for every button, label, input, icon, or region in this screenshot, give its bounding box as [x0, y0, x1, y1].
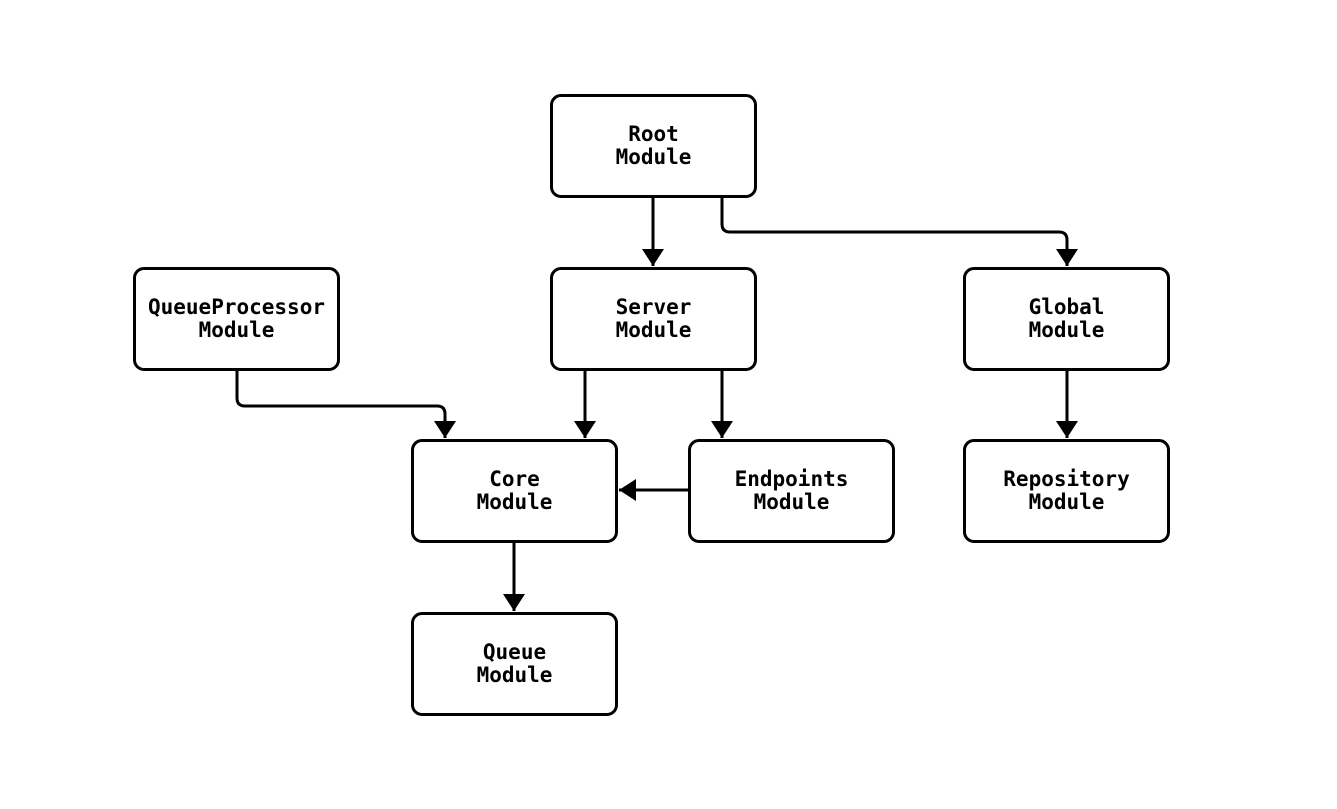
node-label-line1: Queue: [482, 640, 547, 664]
node-label-line2: Module: [615, 145, 692, 169]
node-label-line1: Server: [615, 295, 692, 319]
node-label-line2: Module: [1028, 318, 1105, 342]
edge-queueprocessor-to-core-arrow: [235, 371, 456, 438]
node-label-line2: Module: [476, 663, 553, 687]
node-label-line1: Core: [489, 467, 540, 491]
node-label-line1: Repository: [1003, 467, 1130, 491]
node-label-line1: Global: [1028, 295, 1105, 319]
node-global-module: Global Module: [963, 267, 1170, 371]
node-label-line2: Module: [1028, 490, 1105, 514]
node-label-line1: Endpoints: [734, 467, 849, 491]
node-label-line1: Root: [628, 122, 679, 146]
edge-root-to-global-arrow: [720, 198, 1078, 266]
node-endpoints-module: Endpoints Module: [688, 439, 895, 543]
node-label-line2: Module: [476, 490, 553, 514]
node-label-line1: QueueProcessor: [147, 295, 325, 319]
node-repository-module: Repository Module: [963, 439, 1170, 543]
node-label-line2: Module: [198, 318, 275, 342]
node-label-line2: Module: [615, 318, 692, 342]
node-queue-module: Queue Module: [411, 612, 618, 716]
node-root-module: Root Module: [550, 94, 757, 198]
node-queueprocessor-module: QueueProcessor Module: [133, 267, 340, 371]
node-core-module: Core Module: [411, 439, 618, 543]
node-label-line2: Module: [753, 490, 830, 514]
node-server-module: Server Module: [550, 267, 757, 371]
